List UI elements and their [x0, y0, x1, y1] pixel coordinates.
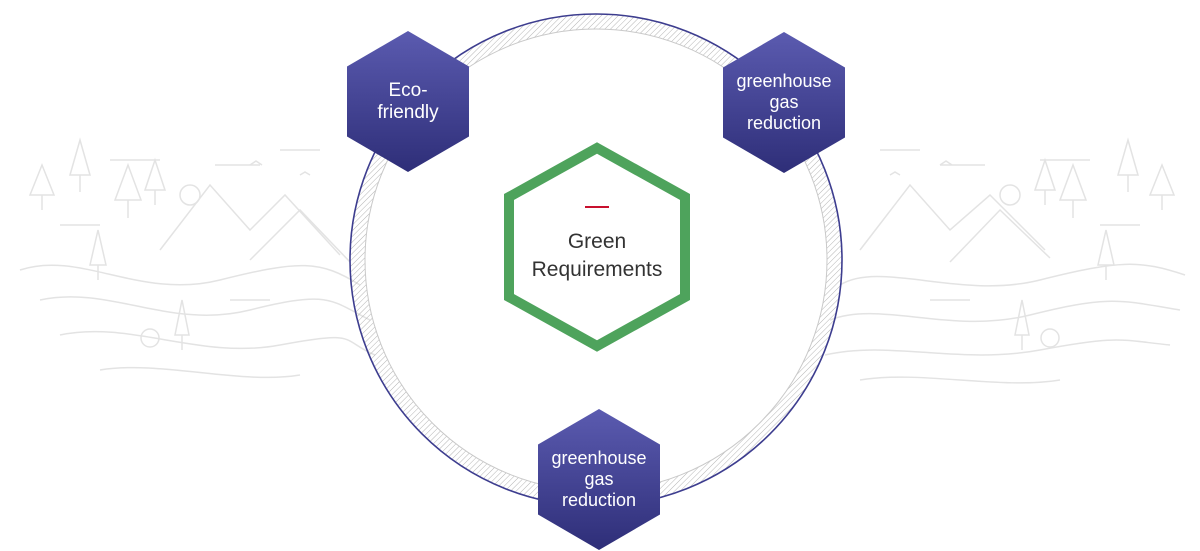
node-greenhouse-gas-reduction-right: greenhouse gas reduction	[722, 31, 846, 174]
node-ghg-bottom-label: greenhouse gas reduction	[551, 448, 647, 510]
center-title: Green Requirements	[531, 230, 663, 281]
node-greenhouse-gas-reduction-bottom: greenhouse gas reduction	[537, 408, 661, 551]
accent-dash	[585, 206, 609, 208]
node-eco-friendly-hexagon	[347, 31, 469, 172]
node-ghg-bottom-hexagon	[538, 409, 660, 550]
center-hexagon-outline	[504, 142, 690, 352]
node-eco-friendly: Eco- friendly	[346, 30, 470, 173]
center-hexagon: Green Requirements	[502, 141, 692, 353]
node-eco-friendly-label: Eco- friendly	[377, 79, 439, 123]
node-ghg-right-hexagon	[723, 32, 845, 173]
node-ghg-right-label: greenhouse gas reduction	[736, 71, 832, 133]
